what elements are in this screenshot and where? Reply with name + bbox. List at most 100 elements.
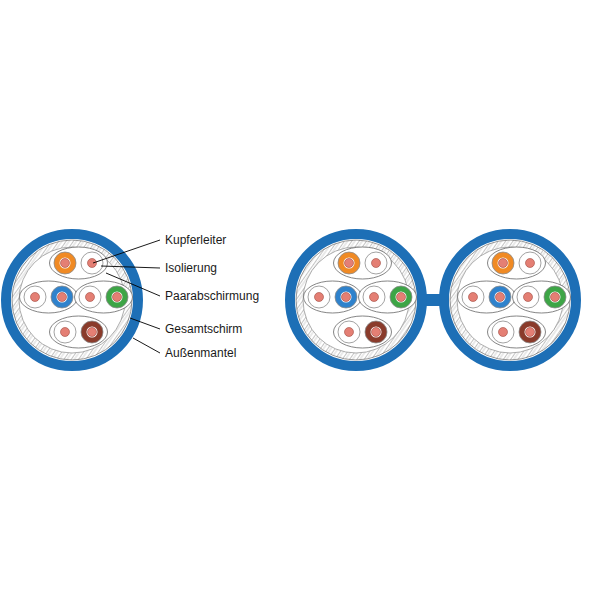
insulation-inner <box>525 258 536 269</box>
insulation <box>492 252 514 274</box>
insulation-inner <box>371 327 382 338</box>
insulation-inner <box>371 258 382 269</box>
insulation-inner <box>525 327 536 338</box>
copper-conductor <box>342 293 351 302</box>
copper-conductor <box>345 328 354 337</box>
insulation-inner <box>550 292 561 303</box>
insulation <box>308 286 330 308</box>
copper-conductor <box>86 293 95 302</box>
insulation <box>517 286 539 308</box>
insulation <box>24 286 46 308</box>
insulation <box>390 286 412 308</box>
pair-shield <box>488 247 546 279</box>
pair-shield <box>488 316 546 348</box>
insulation <box>519 252 541 274</box>
copper-conductor <box>372 259 381 268</box>
copper-conductor <box>88 328 97 337</box>
copper-conductor <box>469 293 478 302</box>
part-label: Kupferleiter <box>163 233 228 247</box>
insulation-inner <box>468 292 479 303</box>
pair-shield <box>334 316 392 348</box>
pair-shield <box>50 247 108 279</box>
part-label: Isolierung <box>163 261 219 275</box>
overall-shield <box>296 240 416 360</box>
copper-conductor <box>315 293 324 302</box>
pair-shield <box>50 316 108 348</box>
copper-conductor <box>551 293 560 302</box>
copper-conductor <box>58 293 67 302</box>
part-label: Gesamtschirm <box>163 322 244 336</box>
copper-conductor <box>61 328 70 337</box>
overall-shield <box>12 240 132 360</box>
insulation-inner <box>57 292 68 303</box>
insulation-inner <box>341 292 352 303</box>
copper-conductor <box>397 293 406 302</box>
cable <box>6 234 138 366</box>
insulation-inner <box>87 258 98 269</box>
copper-conductor <box>524 293 533 302</box>
copper-conductor <box>31 293 40 302</box>
pair-shield <box>20 281 78 313</box>
insulation-inner <box>112 292 123 303</box>
copper-conductor <box>526 328 535 337</box>
copper-conductor <box>88 259 97 268</box>
pair-shield <box>458 281 516 313</box>
copper-conductor <box>370 293 379 302</box>
insulation <box>492 321 514 343</box>
insulation-inner <box>498 258 509 269</box>
insulation-inner <box>495 292 506 303</box>
insulation <box>365 252 387 274</box>
copper-conductor <box>526 259 535 268</box>
leader-lines <box>93 240 160 353</box>
insulation <box>338 252 360 274</box>
copper-conductor <box>499 328 508 337</box>
copper-conductor <box>496 293 505 302</box>
insulation <box>54 321 76 343</box>
copper-conductor <box>499 259 508 268</box>
insulation-inner <box>60 327 71 338</box>
insulation <box>338 321 360 343</box>
insulation <box>81 321 103 343</box>
insulation-inner <box>523 292 534 303</box>
outer-jacket <box>6 234 138 366</box>
insulation-inner <box>396 292 407 303</box>
insulation <box>519 321 541 343</box>
insulation-inner <box>314 292 325 303</box>
insulation <box>489 286 511 308</box>
insulation-inner <box>85 292 96 303</box>
insulation-inner <box>87 327 98 338</box>
insulation <box>51 286 73 308</box>
insulation-inner <box>498 327 509 338</box>
overall-shield <box>450 240 570 360</box>
part-label: Paarabschirmung <box>163 289 261 303</box>
insulation-inner <box>344 258 355 269</box>
copper-conductor <box>372 328 381 337</box>
copper-conductor <box>345 259 354 268</box>
insulation <box>462 286 484 308</box>
insulation <box>365 321 387 343</box>
insulation-inner <box>344 327 355 338</box>
insulation <box>544 286 566 308</box>
cable <box>290 234 422 366</box>
pair-shield <box>75 281 133 313</box>
insulation <box>81 252 103 274</box>
insulation-inner <box>30 292 41 303</box>
insulation <box>54 252 76 274</box>
outer-jacket <box>444 234 576 366</box>
pair-shield <box>513 281 571 313</box>
insulation-inner <box>369 292 380 303</box>
copper-conductor <box>113 293 122 302</box>
pair-shield <box>359 281 417 313</box>
insulation <box>335 286 357 308</box>
insulation-inner <box>60 258 71 269</box>
insulation <box>79 286 101 308</box>
insulation <box>106 286 128 308</box>
copper-conductor <box>61 259 70 268</box>
insulation <box>363 286 385 308</box>
cable <box>444 234 576 366</box>
outer-jacket <box>290 234 422 366</box>
part-label: Außenmantel <box>163 346 238 360</box>
pair-shield <box>304 281 362 313</box>
pair-shield <box>334 247 392 279</box>
